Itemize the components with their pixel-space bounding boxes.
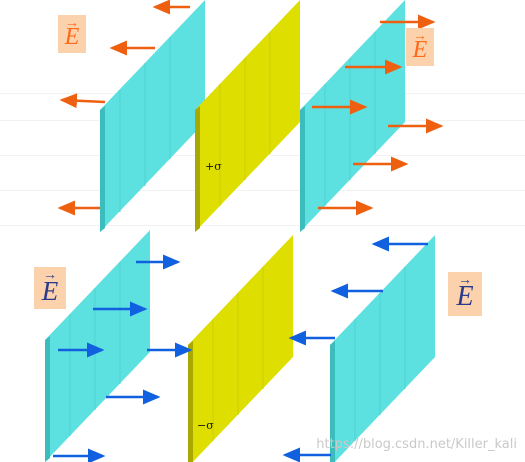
bottom-left-conductor-plate xyxy=(45,230,150,462)
field-symbol: E xyxy=(456,281,474,312)
watermark-url: https://blog.csdn.net/Killer_kali xyxy=(316,437,517,452)
field-arrow-left xyxy=(59,93,106,109)
top-charged-sheet xyxy=(195,0,300,232)
field-symbol: E xyxy=(412,36,428,63)
field-symbol: E xyxy=(64,23,80,50)
vector-arrow-icon: → xyxy=(458,273,472,288)
bottom-right-conductor-plate xyxy=(330,235,435,462)
field-label-bottom-right: → E xyxy=(448,272,482,316)
vector-arrow-icon: → xyxy=(65,16,79,31)
background-gridline xyxy=(0,190,525,191)
field-label-bottom-left: → E xyxy=(34,267,66,309)
top-left-conductor-plate xyxy=(100,0,205,232)
positive-charge-label: +σ xyxy=(205,160,222,173)
background-gridline xyxy=(0,225,525,226)
top-right-conductor-plate xyxy=(300,0,405,232)
top-right-field-arrows xyxy=(312,14,444,216)
vector-arrow-icon: → xyxy=(413,29,427,44)
field-symbol: E xyxy=(41,275,59,306)
field-label-top-right: → E xyxy=(406,28,434,66)
bottom-charged-sheet xyxy=(188,235,293,462)
bottom-left-field-arrows xyxy=(53,254,193,462)
top-left-field-arrows xyxy=(57,0,190,216)
bottom-right-field-arrows xyxy=(282,236,428,462)
field-label-top-left: → E xyxy=(58,15,86,53)
negative-charge-label: −σ xyxy=(197,419,214,432)
vector-arrow-icon: → xyxy=(43,268,57,283)
